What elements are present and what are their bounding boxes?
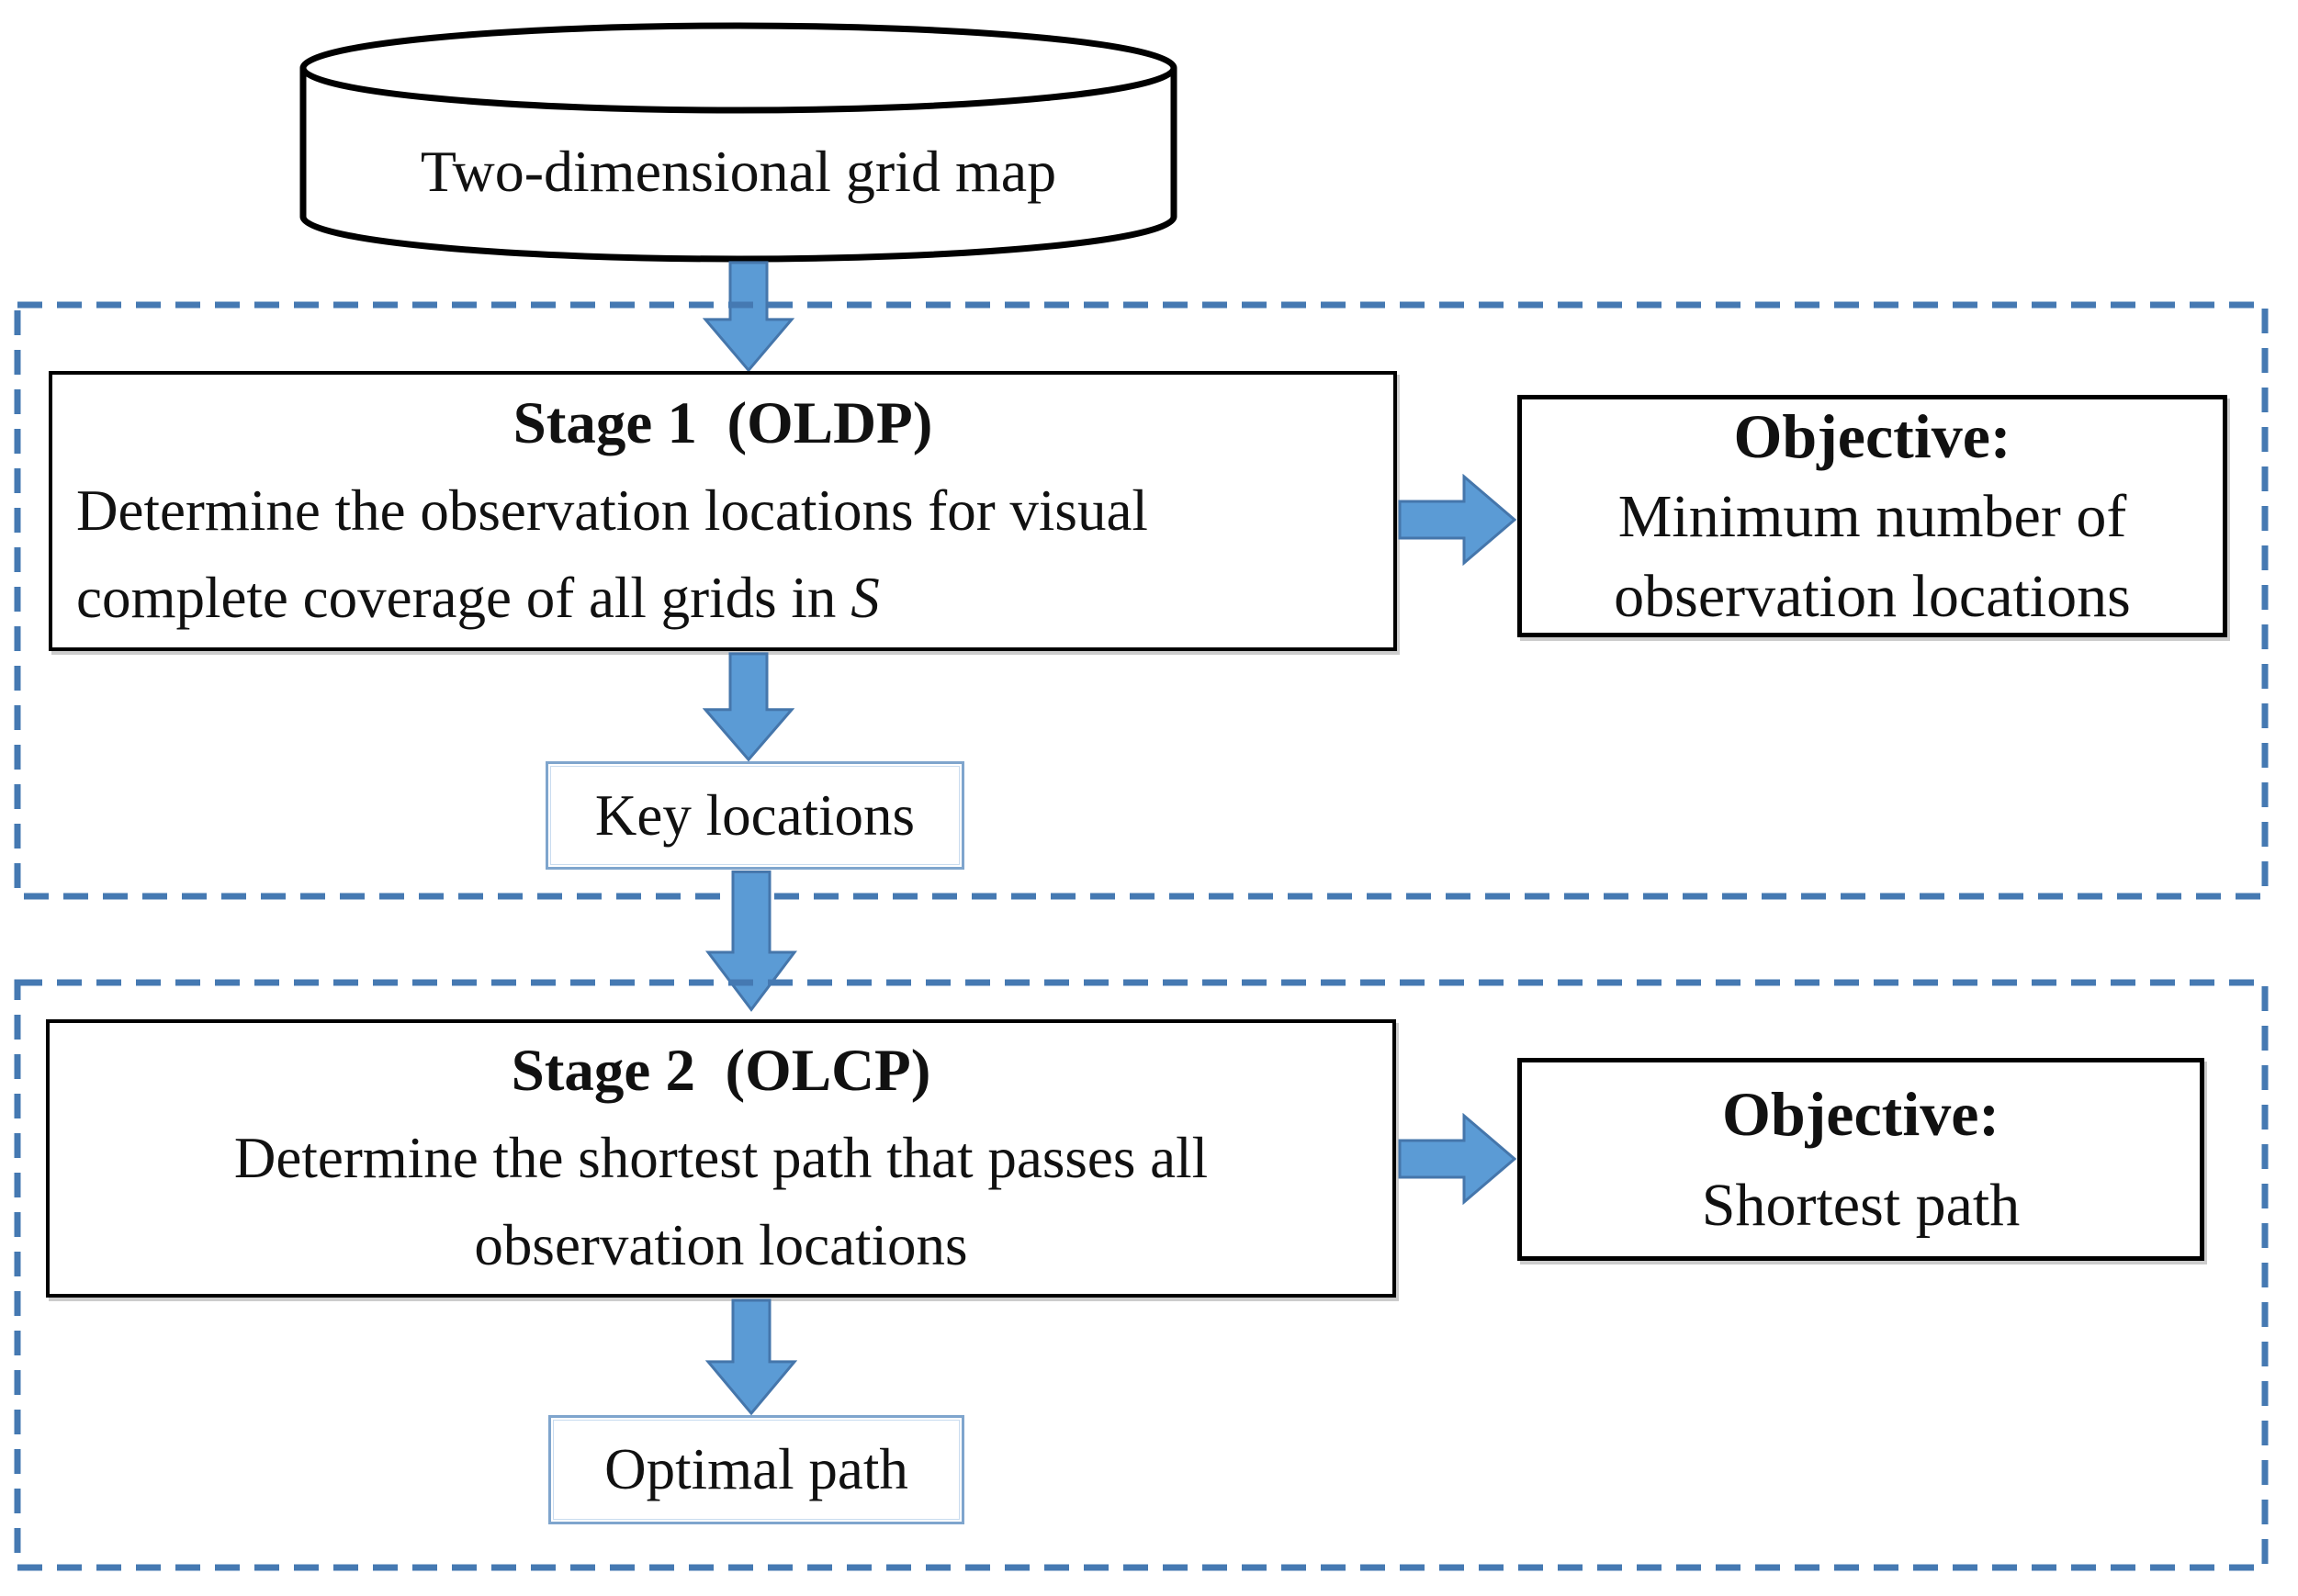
stage2-body-line2: observation locations <box>474 1213 968 1277</box>
arrow-right-icon <box>1398 474 1517 566</box>
stage2-body-line1: Determine the shortest path that passes … <box>233 1126 1209 1190</box>
cylinder-label: Two-dimensional grid map <box>420 139 1057 204</box>
cylinder-shape <box>299 22 1177 263</box>
arrow-down-icon <box>703 652 794 762</box>
arrow-right-icon <box>1398 1113 1517 1205</box>
arrow-down-icon <box>703 261 794 373</box>
stage1-objective-line1: Minimum number of <box>1617 482 2127 550</box>
stage1-box: Stage 1 (OLDP) Determine the observation… <box>49 371 1397 651</box>
stage2-objective-line1: Shortest path <box>1701 1171 2021 1239</box>
stage1-body-line2-variable: S <box>850 566 880 630</box>
key-locations-box: Key locations <box>546 761 964 870</box>
stage1-body-line2: complete coverage of all grids in S <box>52 555 1393 642</box>
stage1-region-outline <box>14 301 2269 900</box>
stage2-objective-box: Objective: Shortest path <box>1517 1058 2204 1261</box>
arrow-down-icon <box>705 1298 797 1416</box>
stage1-body-line1: Determine the observation locations for … <box>76 478 1148 543</box>
stage1-title: Stage 1 (OLDP) <box>513 390 933 456</box>
stage1-objective-box: Objective: Minimum number of observation… <box>1517 395 2227 637</box>
stage2-objective-title: Objective: <box>1721 1078 2000 1149</box>
key-locations-label: Key locations <box>594 782 916 848</box>
stage2-region-outline <box>14 979 2269 1571</box>
stage2-box: Stage 2 (OLCP) Determine the shortest pa… <box>46 1019 1396 1298</box>
optimal-path-box: Optimal path <box>548 1415 964 1524</box>
stage1-objective-line2: observation locations <box>1614 562 2131 630</box>
stage2-title: Stage 2 (OLCP) <box>511 1038 931 1104</box>
optimal-path-label: Optimal path <box>604 1437 908 1501</box>
stage1-body-line2-text: complete coverage of all grids in <box>76 566 851 630</box>
stage1-objective-title: Objective: <box>1733 400 2011 471</box>
grid-map-cylinder: Two-dimensional grid map <box>298 20 1179 264</box>
